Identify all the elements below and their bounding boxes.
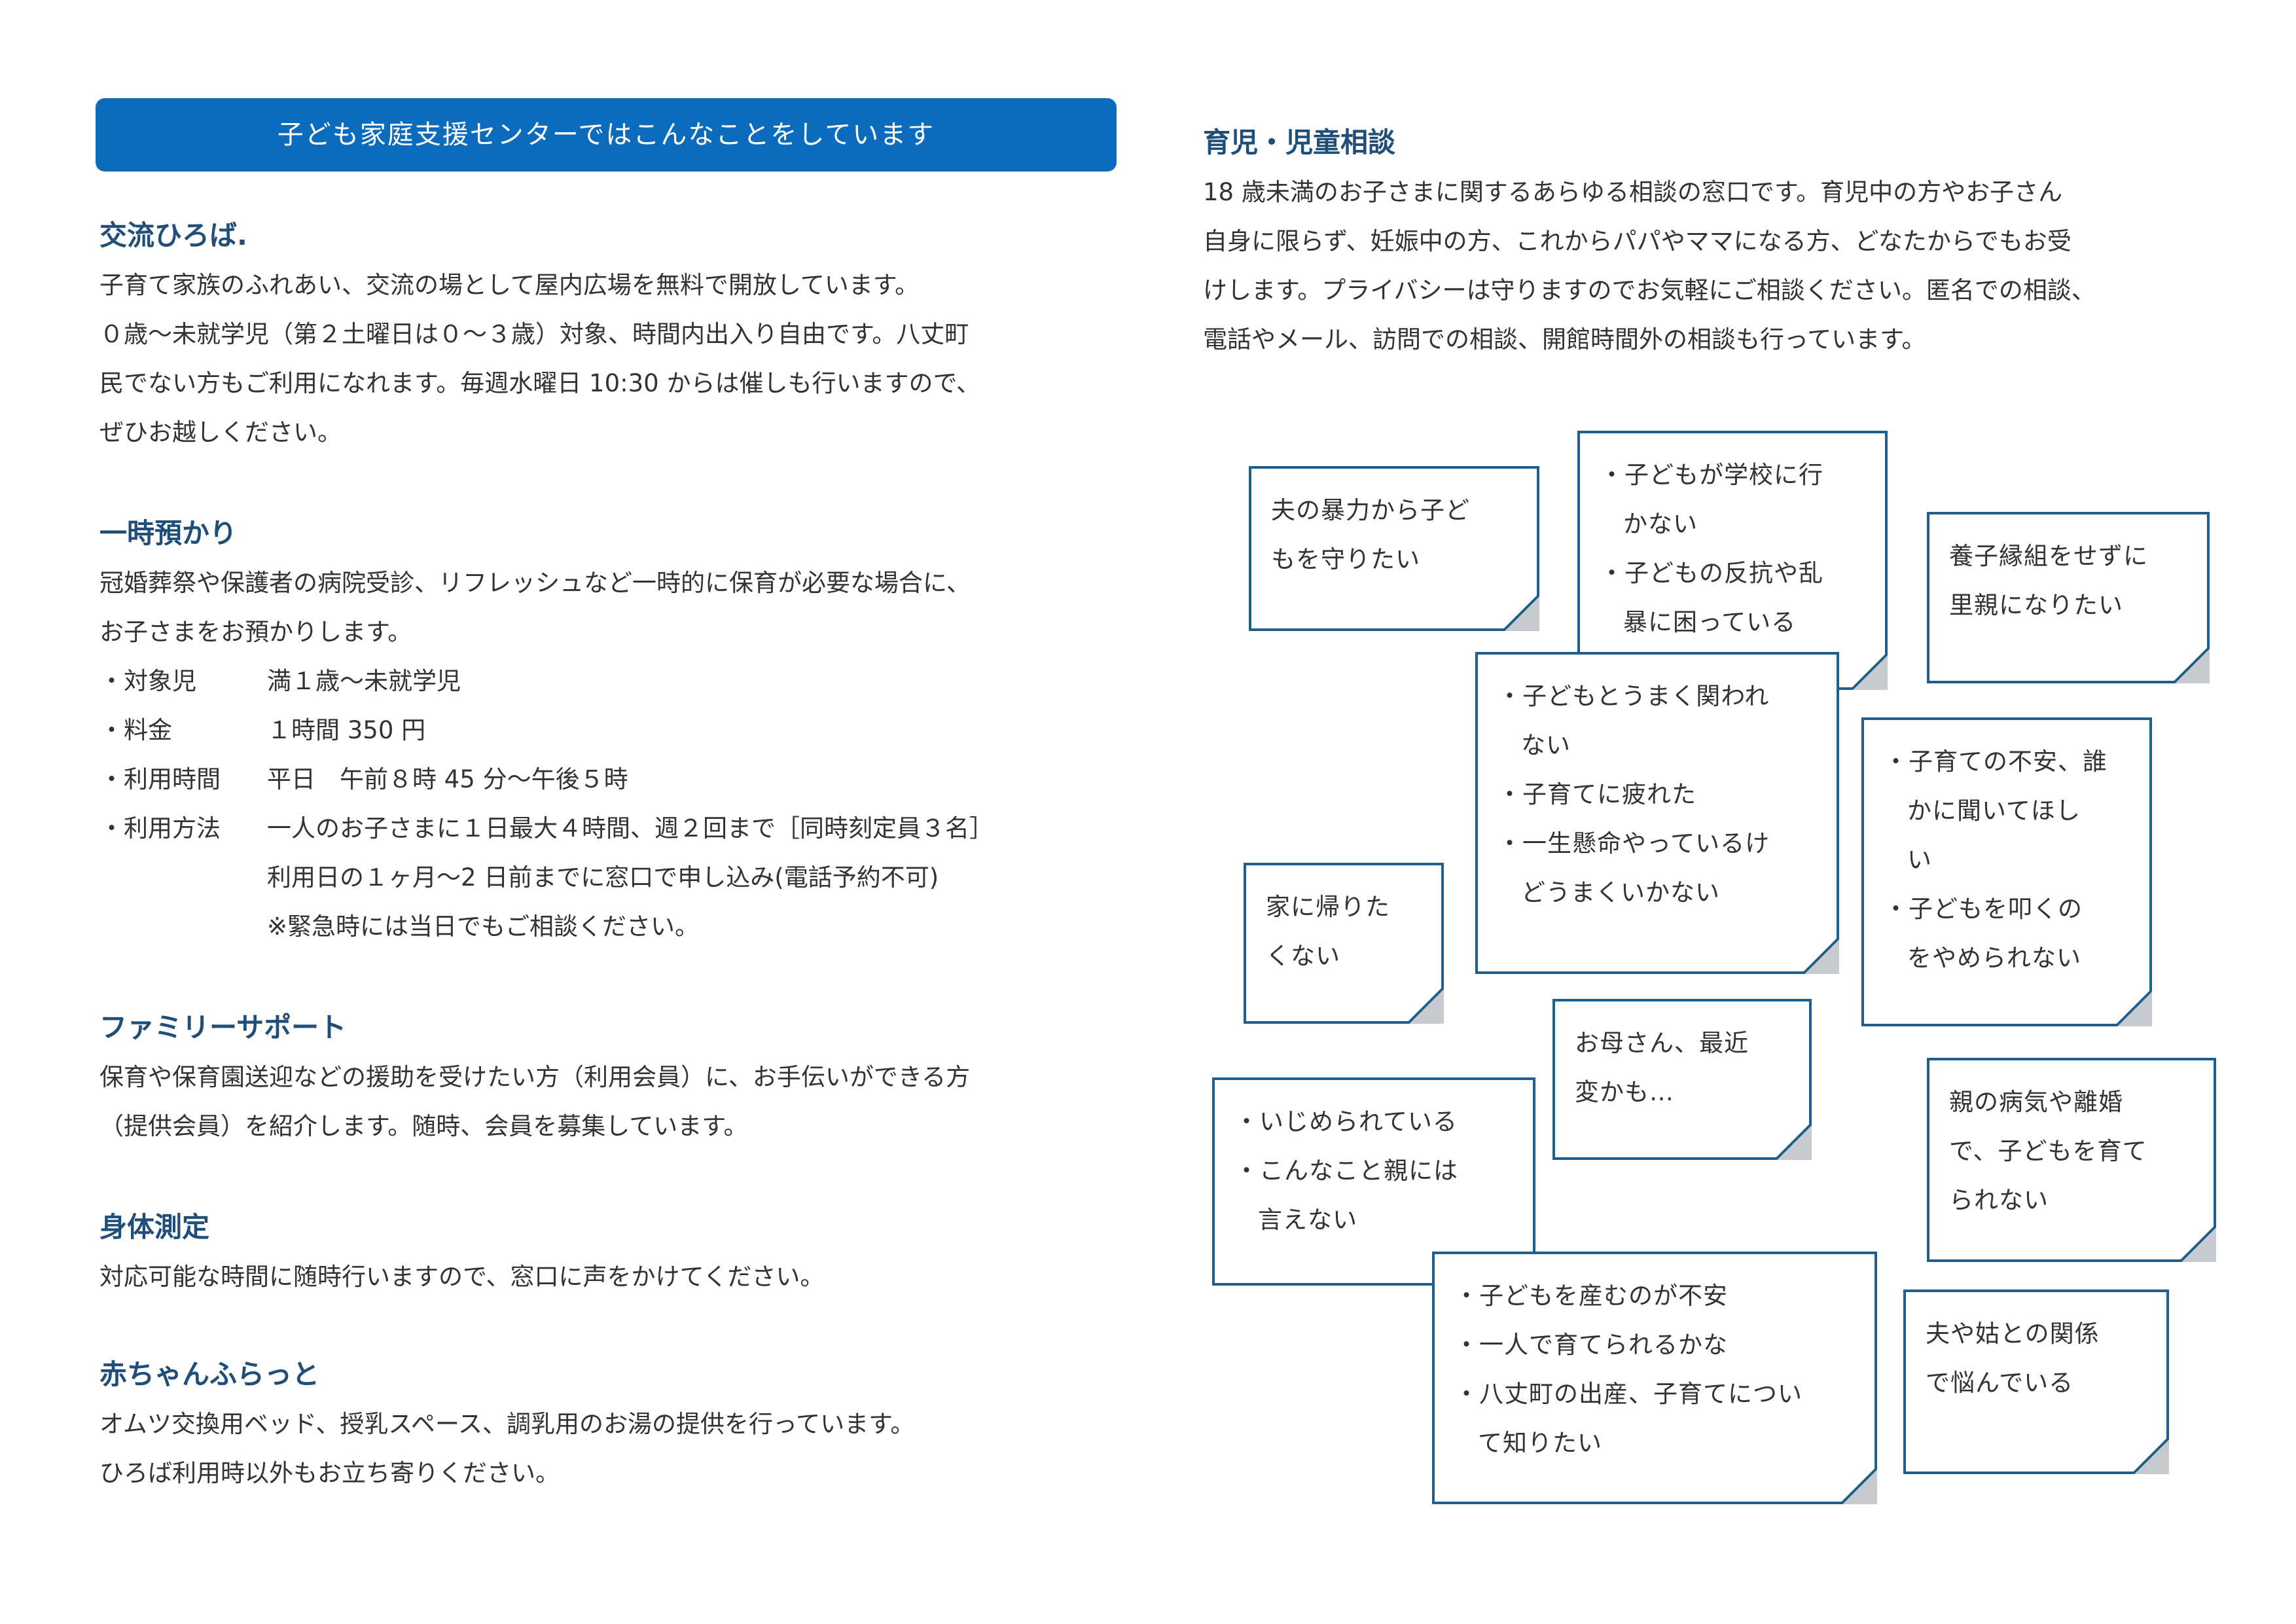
fold-edge (1407, 987, 1444, 1024)
section-shintai: 身体測定 対応可能な時間に随時行いますので、窓口に声をかけてください。 (99, 1208, 1127, 1301)
section-title: 交流ひろば. (99, 219, 247, 251)
body-text: 電話やメール、訪問での相談、開館時間外の相談も行っています。 (1203, 325, 1926, 353)
fold-edge (1775, 1123, 1812, 1160)
note-text: くない (1266, 942, 1340, 970)
note-text: ・子育ての不安、誰 (1884, 748, 2108, 776)
concern-note: ・いじめられている ・こんなこと親には 言えない (1212, 1077, 1535, 1286)
detail-term: ・対象児 (99, 667, 196, 695)
note-text: お母さん、最近 (1575, 1029, 1749, 1057)
note-text: ・いじめられている (1234, 1108, 1458, 1136)
section-title: 赤ちゃんふらっと (99, 1358, 320, 1390)
fold-edge (2132, 1437, 2169, 1474)
note-text: ・子どもを叩くの (1884, 895, 2083, 923)
concern-note: お母さん、最近 変かも… (1552, 999, 1812, 1160)
detail-term: ・利用時間 (99, 765, 221, 793)
body-text: オムツ交換用ベッド、授乳スペース、調乳用のお湯の提供を行っています。 (99, 1410, 915, 1438)
note-text: かない (1623, 510, 1698, 538)
body-text: ひろば利用時以外もお立ち寄りください。 (99, 1459, 560, 1487)
detail-value: １時間 350 円 (267, 716, 426, 744)
note-text: 里親になりたい (1949, 591, 2123, 619)
section-hiroba: 交流ひろば. 子育て家族のふれあい、交流の場として屋内広場を無料で開放しています… (99, 216, 1127, 457)
note-text: ・一生懸命やっているけ (1498, 829, 1770, 857)
fold-edge (1803, 937, 1839, 974)
body-text: （提供会員）を紹介します。随時、会員を募集しています。 (99, 1112, 748, 1140)
body-text: 民でない方もご利用になれます。毎週水曜日 10:30 からは催しも行いますので、 (99, 369, 980, 397)
fold-edge (1503, 594, 1539, 631)
body-text: お子さまをお預かりします。 (99, 618, 412, 646)
detail-value: 一人のお子さまに１日最大４時間、週２回まで［同時刻定員３名］ (267, 814, 994, 842)
note-text: をやめられない (1907, 944, 2081, 972)
note-text: ・子どもの反抗や乱 (1600, 559, 1823, 587)
note-text: 養子縁組をせずに (1949, 542, 2148, 570)
note-text: ・八丈町の出産、子育てについ (1454, 1380, 1803, 1408)
concern-note: 夫の暴力から子ど もを守りたい (1249, 466, 1539, 631)
section-ichiji: 一時預かり 冠婚葬祭や保護者の病院受診、リフレッシュなど一時的に保育が必要な場合… (99, 514, 1127, 951)
detail-row: ・料金 １時間 350 円 (99, 706, 1127, 755)
body-text: 18 歳未満のお子さまに関するあらゆる相談の窓口です。育児中の方やお子さん (1203, 178, 2063, 206)
section-title: 一時預かり (99, 517, 238, 549)
detail-value: 満１歳～未就学児 (267, 667, 461, 695)
header-banner: 子ども家庭支援センターではこんなことをしています (96, 98, 1117, 171)
note-text: ・子育てに疲れた (1498, 780, 1696, 808)
note-text: で悩んでいる (1926, 1369, 2074, 1397)
body-text: ぜひお越しください。 (99, 418, 342, 446)
note-text: 変かも… (1575, 1078, 1674, 1106)
detail-row: ・対象児 満１歳～未就学児 (99, 657, 1127, 706)
concern-note: ・子どもが学校に行 かない ・子どもの反抗や乱 暴に困っている (1577, 431, 1888, 690)
note-text: て知りたい (1478, 1429, 1602, 1457)
note-text: で、子どもを育て (1949, 1137, 2147, 1165)
section-family-support: ファミリーサポート 保育や保育園送迎などの援助を受けたい方（利用会員）に、お手伝… (99, 1008, 1127, 1151)
note-text: どうまくいかない (1521, 878, 1720, 907)
note-text: もを守りたい (1271, 545, 1420, 573)
note-text: ・こんなこと親には (1234, 1157, 1458, 1185)
note-text: 夫や姑との関係 (1926, 1320, 2100, 1348)
section-akachan: 赤ちゃんふらっと オムツ交換用ベッド、授乳スペース、調乳用のお湯の提供を行ってい… (99, 1355, 1127, 1498)
fold-edge (1840, 1468, 1877, 1504)
detail-row: ・利用時間 平日 午前８時 45 分～午後５時 (99, 755, 1127, 804)
section-title: 身体測定 (99, 1211, 210, 1243)
body-text: けします。プライバシーは守りますのでお気軽にご相談ください。匿名での相談、 (1203, 276, 2096, 304)
fold-edge (2173, 647, 2210, 683)
note-text: かに聞いてほし (1907, 797, 2081, 825)
note-text: 親の病気や離婚 (1949, 1088, 2123, 1116)
concern-note: ・子どもとうまく関われ ない ・子育てに疲れた ・一生懸命やっているけ どうまく… (1475, 652, 1839, 974)
note-text: 家に帰りた (1266, 893, 1390, 921)
note-text: ・一人で育てられるかな (1454, 1331, 1728, 1359)
body-text: 対応可能な時間に随時行いますので、窓口に声をかけてください。 (99, 1263, 825, 1291)
note-text: ・子どもとうまく関われ (1498, 682, 1770, 710)
concern-note: 養子縁組をせずに 里親になりたい (1927, 512, 2210, 683)
note-text: られない (1949, 1186, 2049, 1214)
detail-continuation: 利用日の１ヶ月～2 日前までに窓口で申し込み(電話予約不可) (267, 863, 939, 892)
detail-term: ・利用方法 (99, 814, 221, 842)
body-text: 自身に限らず、妊娠中の方、これからパパやママになる方、どなたからでもお受 (1203, 227, 2072, 255)
concern-note: 親の病気や離婚 で、子どもを育て られない (1927, 1058, 2216, 1262)
body-text: 子育て家族のふれあい、交流の場として屋内広場を無料で開放しています。 (99, 271, 920, 299)
detail-value: 平日 午前８時 45 分～午後５時 (267, 765, 628, 793)
note-text: ・子どもが学校に行 (1600, 461, 1823, 489)
section-title: 育児・児童相談 (1203, 126, 1396, 158)
note-text: 言えない (1258, 1206, 1357, 1234)
concern-note: 夫や姑との関係 で悩んでいる (1903, 1290, 2169, 1474)
detail-continuation: ※緊急時には当日でもご相談ください。 (267, 912, 700, 941)
concern-note: ・子どもを産むのが不安 ・一人で育てられるかな ・八丈町の出産、子育てについ て… (1432, 1252, 1877, 1504)
body-text: ０歳～未就学児（第２土曜日は０～３歳）対象、時間内出入り自由です。八丈町 (99, 320, 969, 348)
concern-note: 家に帰りた くない (1244, 863, 1444, 1024)
fold-edge (2115, 990, 2152, 1026)
note-text: ・子どもを産むのが不安 (1454, 1282, 1728, 1310)
concern-note: ・子育ての不安、誰 かに聞いてほし い ・子どもを叩くの をやめられない (1861, 717, 2152, 1026)
section-soudan: 育児・児童相談 18 歳未満のお子さまに関するあらゆる相談の窓口です。育児中の方… (1203, 123, 2250, 364)
body-text: 冠婚葬祭や保護者の病院受診、リフレッシュなど一時的に保育が必要な場合に、 (99, 569, 971, 597)
body-text: 保育や保育園送迎などの援助を受けたい方（利用会員）に、お手伝いができる方 (99, 1063, 971, 1091)
note-text: 暴に困っている (1623, 608, 1797, 636)
section-title: ファミリーサポート (99, 1011, 347, 1043)
detail-row: ・利用方法 一人のお子さまに１日最大４時間、週２回まで［同時刻定員３名］ (99, 804, 1127, 853)
note-text: ない (1521, 731, 1571, 759)
detail-term: ・料金 (99, 716, 172, 744)
fold-edge (1851, 653, 1888, 690)
note-text: い (1907, 846, 1932, 874)
note-text: 夫の暴力から子ど (1271, 496, 1470, 524)
fold-edge (2179, 1225, 2216, 1262)
